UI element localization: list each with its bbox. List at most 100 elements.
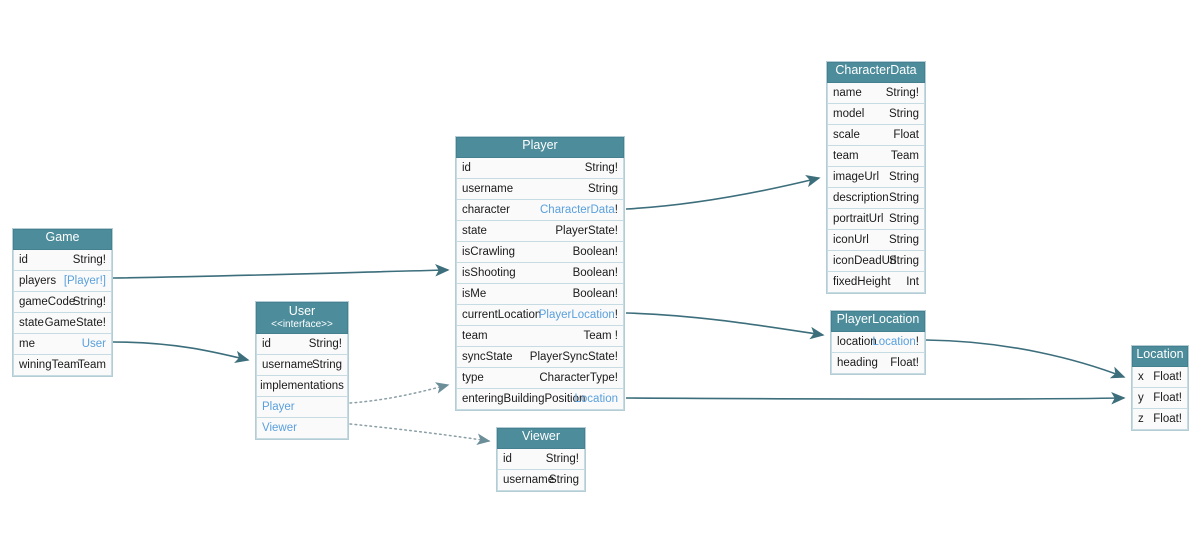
- field-type: String: [311, 359, 342, 371]
- field-row-characterdata-iconUrl: iconUrl String: [827, 230, 925, 251]
- field-name: username: [462, 183, 514, 195]
- field-type[interactable]: Location!: [872, 332, 919, 352]
- field-name: iconDeadUrl: [833, 255, 897, 267]
- field-type: String!: [885, 87, 919, 99]
- field-type[interactable]: [Player!]: [63, 271, 106, 291]
- field-row-user-Viewer[interactable]: Viewer: [256, 418, 348, 439]
- field-name: description: [833, 192, 889, 204]
- field-type: CharacterType!: [539, 372, 618, 384]
- field-type: Float!: [1153, 392, 1182, 404]
- field-type: Team !: [583, 330, 618, 342]
- field-row-location-z: z Float!: [1132, 409, 1188, 430]
- entity-title: CharacterData: [835, 63, 917, 77]
- field-type: String: [888, 213, 919, 225]
- field-type: String!: [72, 254, 106, 266]
- field-name: y: [1138, 392, 1144, 404]
- field-type: Boolean!: [572, 267, 618, 279]
- field-type[interactable]: PlayerLocation!: [538, 305, 618, 325]
- field-name: gameCode: [19, 296, 76, 308]
- field-type[interactable]: CharacterData!: [540, 200, 618, 220]
- field-name: state: [19, 317, 44, 329]
- field-type: Float: [893, 129, 919, 141]
- entity-header-game: Game: [13, 229, 112, 250]
- entity-header-location: Location: [1132, 346, 1188, 367]
- field-name: Viewer: [262, 422, 297, 434]
- field-name: syncState: [462, 351, 513, 363]
- field-type: String!: [545, 453, 579, 465]
- non-null-marker: !: [915, 336, 919, 348]
- field-name: iconUrl: [833, 234, 869, 246]
- field-type: String!: [584, 162, 618, 174]
- field-name: team: [462, 330, 488, 342]
- field-type-link[interactable]: CharacterData: [540, 204, 615, 216]
- field-name: currentLocation: [462, 309, 542, 321]
- field-type-link[interactable]: Location: [872, 336, 916, 348]
- field-name: winingTeam: [19, 359, 80, 371]
- non-null-marker: !: [614, 204, 618, 216]
- entity-header-characterdata: CharacterData: [827, 62, 925, 83]
- edge-game-me-to-user: [112, 341, 250, 364]
- entity-header-playerlocation: PlayerLocation: [831, 311, 925, 332]
- field-name: type: [462, 372, 484, 384]
- field-type: String: [888, 108, 919, 120]
- field-row-player-type: type CharacterType!: [456, 368, 624, 389]
- field-type: String: [888, 255, 919, 267]
- field-name: isMe: [462, 288, 487, 300]
- field-name: isCrawling: [462, 246, 516, 258]
- entity-header-player: Player: [456, 137, 624, 158]
- entity-stereotype: <<interface>>: [271, 319, 333, 330]
- edge-user-player-implementation: [349, 382, 450, 404]
- field-row-game-players[interactable]: players[Player!]: [13, 271, 112, 292]
- field-type-link[interactable]: PlayerLocation: [538, 309, 615, 321]
- field-type: String!: [72, 296, 106, 308]
- field-type-link[interactable]: Location: [574, 393, 618, 405]
- field-type: Boolean!: [572, 288, 618, 300]
- field-type-link[interactable]: [Player!]: [63, 275, 106, 287]
- entity-header-user: User<<interface>>: [256, 302, 348, 334]
- field-row-player-isMe: isMe Boolean!: [456, 284, 624, 305]
- field-name: x: [1138, 371, 1144, 383]
- edge-user-viewer-implementation: [349, 423, 491, 446]
- field-name: Player: [262, 401, 295, 413]
- field-type[interactable]: Location: [574, 389, 618, 409]
- field-type: Float!: [1153, 413, 1182, 425]
- field-name: id: [19, 254, 28, 266]
- field-name: z: [1138, 413, 1144, 425]
- field-type: String: [888, 192, 919, 204]
- field-type: String: [888, 234, 919, 246]
- field-row-user-Player[interactable]: Player: [256, 397, 348, 418]
- field-row-player-isShooting: isShooting Boolean!: [456, 263, 624, 284]
- field-type[interactable]: User: [81, 334, 106, 354]
- field-name: isShooting: [462, 267, 516, 279]
- field-name: id: [262, 338, 271, 350]
- edge-player-currentlocation-to-playerlocation: [625, 312, 825, 340]
- field-type-link[interactable]: User: [81, 338, 106, 350]
